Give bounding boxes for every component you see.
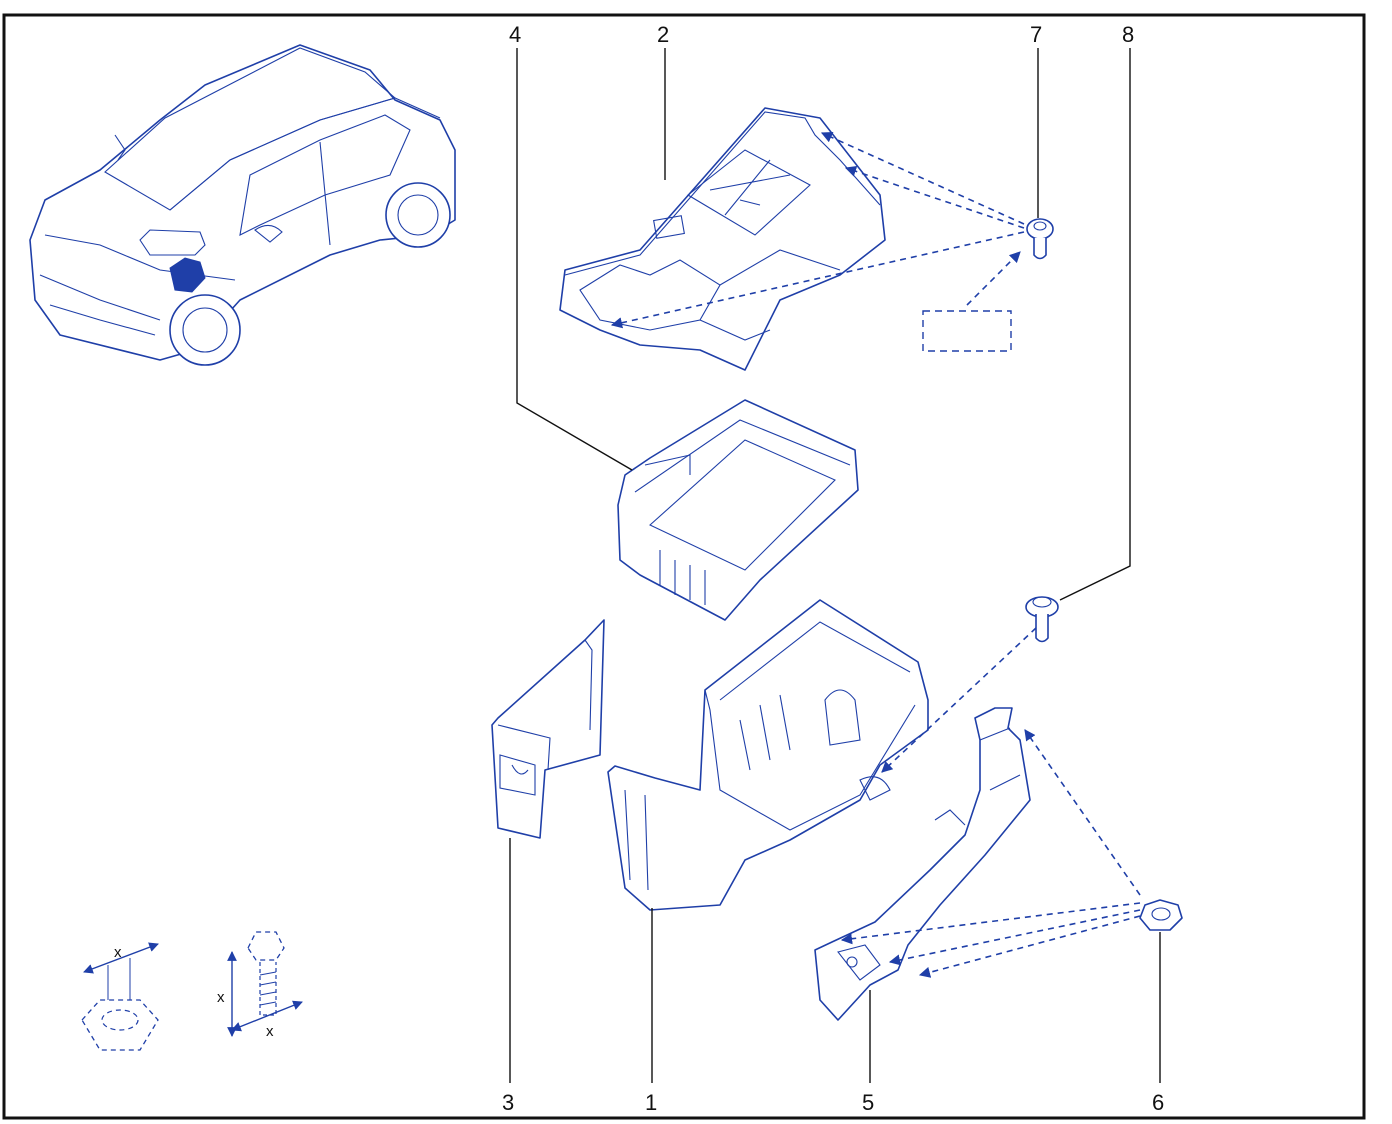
assembly-arrows [610, 132, 1141, 978]
part-8-flange-bolt [1025, 596, 1059, 643]
nut-dimension-label: x [114, 944, 122, 961]
callout-1: 1 [645, 1090, 657, 1115]
diagram-border [2, 13, 1366, 1120]
no-tools-warning-icon [687, 149, 811, 236]
part-6-hex-nut [1139, 899, 1183, 931]
callout-6: 6 [1152, 1090, 1164, 1115]
bolt-length-dimension-label: x [217, 989, 225, 1006]
part-1-battery-tray [607, 599, 929, 911]
callout-4: 4 [509, 22, 521, 47]
callout-5: 5 [862, 1090, 874, 1115]
leader-lines [509, 48, 1161, 1083]
part-3-side-panel [491, 619, 605, 839]
callout-8: 8 [1122, 22, 1134, 47]
part-2-battery-cover [559, 107, 886, 371]
vehicle-location-icon [29, 44, 456, 366]
battery-location-highlight [169, 257, 206, 293]
part-7-screw [1026, 218, 1054, 260]
bolt-thread-dimension-label: x [266, 1023, 274, 1040]
part-4-battery-frame [617, 399, 859, 621]
callout-2: 2 [657, 22, 669, 47]
part-5-mounting-bracket [814, 707, 1031, 1021]
flange-bolt-icon [227, 931, 303, 1037]
callout-3: 3 [502, 1090, 514, 1115]
reference-box [922, 310, 1012, 352]
hex-nut-icon [81, 942, 159, 1051]
callout-7: 7 [1030, 22, 1042, 47]
